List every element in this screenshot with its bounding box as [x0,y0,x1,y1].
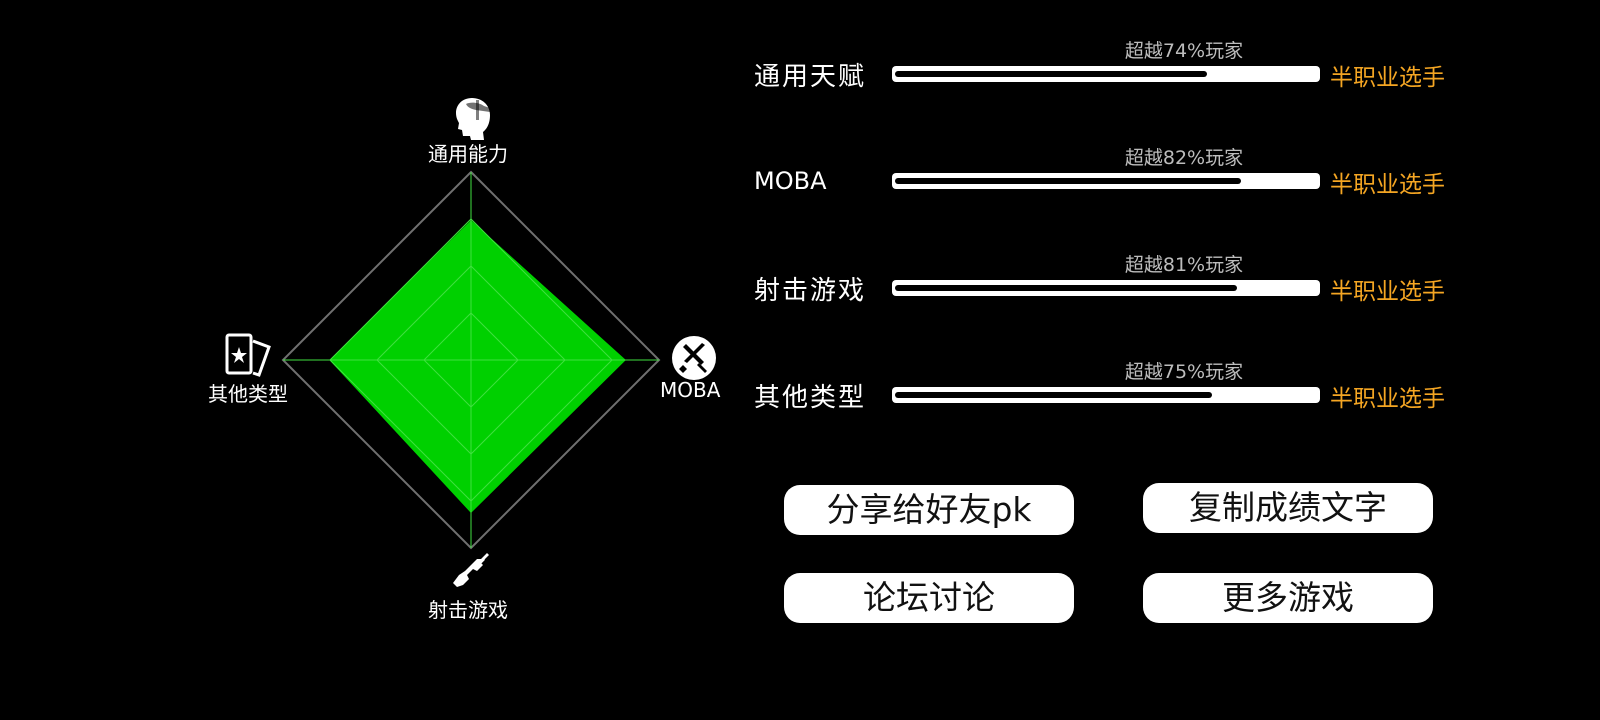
axis-label-shooter: 射击游戏 [428,598,508,622]
axis-label-moba: MOBA [660,378,721,402]
radar-chart [281,170,661,550]
progress-fill [895,178,1242,184]
progress-fill [895,71,1208,77]
more-games-button[interactable]: 更多游戏 [1143,573,1433,623]
progress-fill [895,392,1212,398]
head-profile-icon [456,98,490,140]
percentile-text: 超越82%玩家 [1124,147,1244,169]
rank-label: 半职业选手 [1330,172,1445,198]
score-row-moba: MOBA 超越82%玩家 半职业选手 [754,143,1474,213]
row-name: MOBA [754,167,827,195]
score-row-shooter: 射击游戏 超越81%玩家 半职业选手 [754,250,1474,320]
rifle-icon [453,553,489,587]
axis-label-general: 通用能力 [428,142,508,166]
progress-bar [892,387,1320,403]
progress-bar [892,173,1320,189]
forum-button[interactable]: 论坛讨论 [784,573,1074,623]
axis-label-other: 其他类型 [208,382,288,406]
rank-label: 半职业选手 [1330,386,1445,412]
rank-label: 半职业选手 [1330,279,1445,305]
row-name: 射击游戏 [754,276,867,306]
progress-fill [895,285,1237,291]
copy-results-button[interactable]: 复制成绩文字 [1143,483,1433,533]
rank-label: 半职业选手 [1330,65,1445,91]
moba-swords-icon [672,336,716,380]
row-name: 其他类型 [754,383,867,413]
radar-data-polygon [329,220,626,513]
progress-bar [892,280,1320,296]
radar-inner-grid [283,172,659,548]
playing-cards-icon [225,333,271,377]
score-row-general: 通用天赋 超越74%玩家 半职业选手 [754,36,1474,106]
progress-bar [892,66,1320,82]
row-name: 通用天赋 [754,62,867,92]
percentile-text: 超越81%玩家 [1124,254,1244,276]
percentile-text: 超越75%玩家 [1124,361,1244,383]
percentile-text: 超越74%玩家 [1124,40,1244,62]
score-row-other: 其他类型 超越75%玩家 半职业选手 [754,357,1474,427]
share-pk-button[interactable]: 分享给好友pk [784,485,1074,535]
